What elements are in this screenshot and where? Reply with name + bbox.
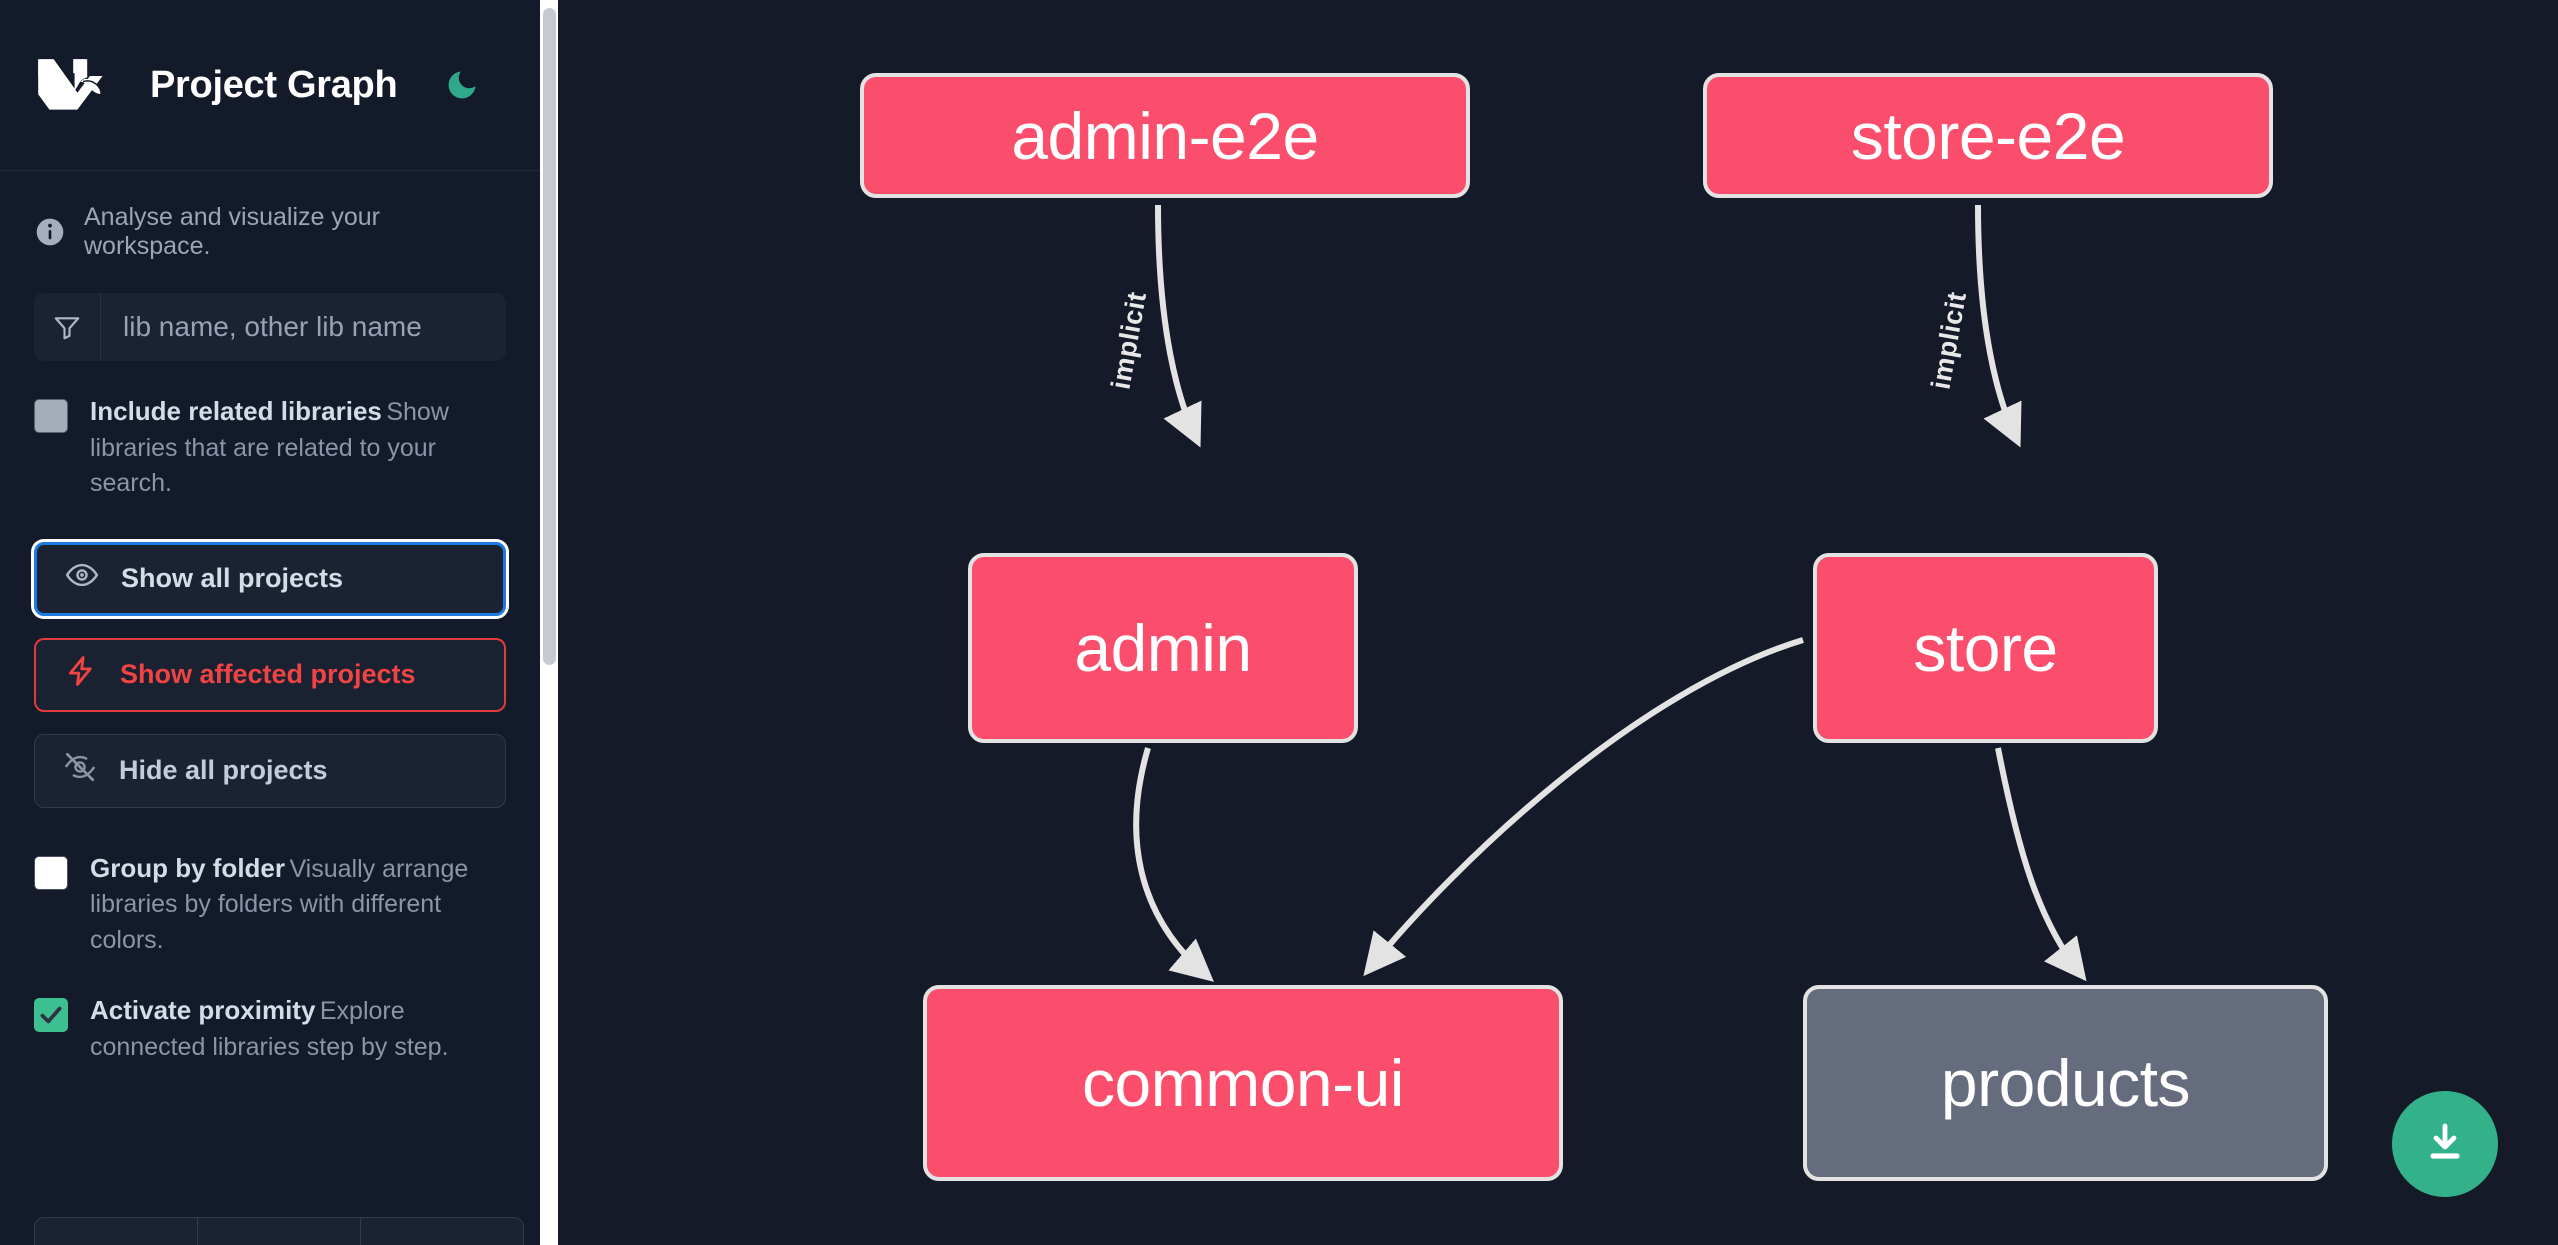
option-group-by-folder[interactable]: Group by folder Visually arrange librari…: [0, 808, 540, 959]
option-activate-proximity[interactable]: Activate proximity Explore connected lib…: [0, 958, 540, 1065]
download-graph-button[interactable]: [2392, 1091, 2498, 1197]
sidebar-tagline: Analyse and visualize your workspace.: [0, 171, 540, 261]
sidebar-header: Project Graph: [0, 0, 540, 171]
eye-icon: [65, 558, 99, 599]
check-icon: [40, 1006, 62, 1024]
edge-store-to-products: [1995, 747, 2087, 982]
option-title: Include related libraries: [90, 396, 382, 426]
group-by-folder-checkbox[interactable]: [34, 855, 68, 890]
graph-edges: [1133, 204, 2087, 982]
sidebar-scrollbar-track[interactable]: [540, 0, 558, 1245]
node-label: products: [1940, 1046, 2191, 1120]
graph-node-admin-e2e[interactable]: admin-e2e: [860, 73, 1470, 198]
download-icon: [2421, 1119, 2469, 1170]
edge-admin-e2e-to-admin: [1155, 204, 1202, 448]
page-title: Project Graph: [150, 63, 398, 106]
stub-segment[interactable]: [198, 1218, 361, 1245]
hide-all-projects-label: Hide all projects: [119, 755, 328, 785]
show-affected-projects-button[interactable]: Show affected projects: [34, 637, 506, 712]
option-include-related-libraries[interactable]: Include related libraries Show libraries…: [0, 361, 540, 502]
moon-icon[interactable]: [439, 62, 485, 108]
graph-node-admin[interactable]: admin: [968, 553, 1358, 743]
eye-off-icon: [63, 750, 97, 791]
sidebar-scroll-region: Project Graph Analyse and visualize your…: [0, 0, 540, 1245]
node-label: admin: [1074, 611, 1252, 685]
info-icon: [34, 216, 66, 248]
activate-proximity-checkbox[interactable]: [34, 998, 68, 1032]
nx-logo-icon: [34, 55, 118, 115]
stub-segment[interactable]: [361, 1218, 523, 1245]
search-box[interactable]: [34, 293, 506, 361]
sidebar-bottom-widget-partial[interactable]: [34, 1217, 524, 1245]
edge-store-e2e-to-store: [1975, 204, 2022, 448]
show-all-projects-button[interactable]: Show all projects: [34, 541, 506, 616]
lightning-icon: [64, 654, 98, 695]
sidebar-tagline-text: Analyse and visualize your workspace.: [84, 203, 380, 260]
option-title: Group by folder: [90, 852, 285, 883]
edge-admin-to-common-ui: [1133, 747, 1214, 982]
edge-store-to-common-ui: [1363, 637, 1804, 977]
node-label: admin-e2e: [1011, 98, 1319, 173]
node-label: common-ui: [1082, 1046, 1404, 1120]
node-label: store-e2e: [1850, 98, 2126, 173]
graph-node-products[interactable]: products: [1803, 985, 2328, 1181]
stub-segment[interactable]: [35, 1218, 198, 1245]
option-title: Activate proximity: [90, 995, 316, 1025]
graph-node-common-ui[interactable]: common-ui: [923, 985, 1563, 1181]
sidebar: Project Graph Analyse and visualize your…: [0, 0, 558, 1245]
search-row: [0, 261, 540, 361]
option-description: Explore connected libraries step by step…: [90, 997, 449, 1061]
graph-node-store[interactable]: store: [1813, 553, 2158, 743]
graph-node-store-e2e[interactable]: store-e2e: [1703, 73, 2273, 198]
option-description: Visually arrange libraries by folders wi…: [90, 854, 469, 954]
search-input[interactable]: [101, 293, 506, 361]
option-description: Show libraries that are related to your …: [90, 398, 449, 497]
include-related-libraries-checkbox[interactable]: [34, 399, 68, 433]
show-all-projects-label: Show all projects: [121, 563, 344, 593]
filter-icon: [34, 293, 101, 361]
node-label: store: [1913, 611, 2058, 685]
graph-canvas[interactable]: admin-e2e store-e2e admin store common-u…: [558, 0, 2558, 1245]
sidebar-scrollbar-thumb[interactable]: [543, 8, 556, 665]
hide-all-projects-button[interactable]: Hide all projects: [34, 733, 506, 808]
show-affected-projects-label: Show affected projects: [120, 659, 416, 689]
graph-action-buttons: Show all projects Show affected projects: [0, 502, 540, 808]
